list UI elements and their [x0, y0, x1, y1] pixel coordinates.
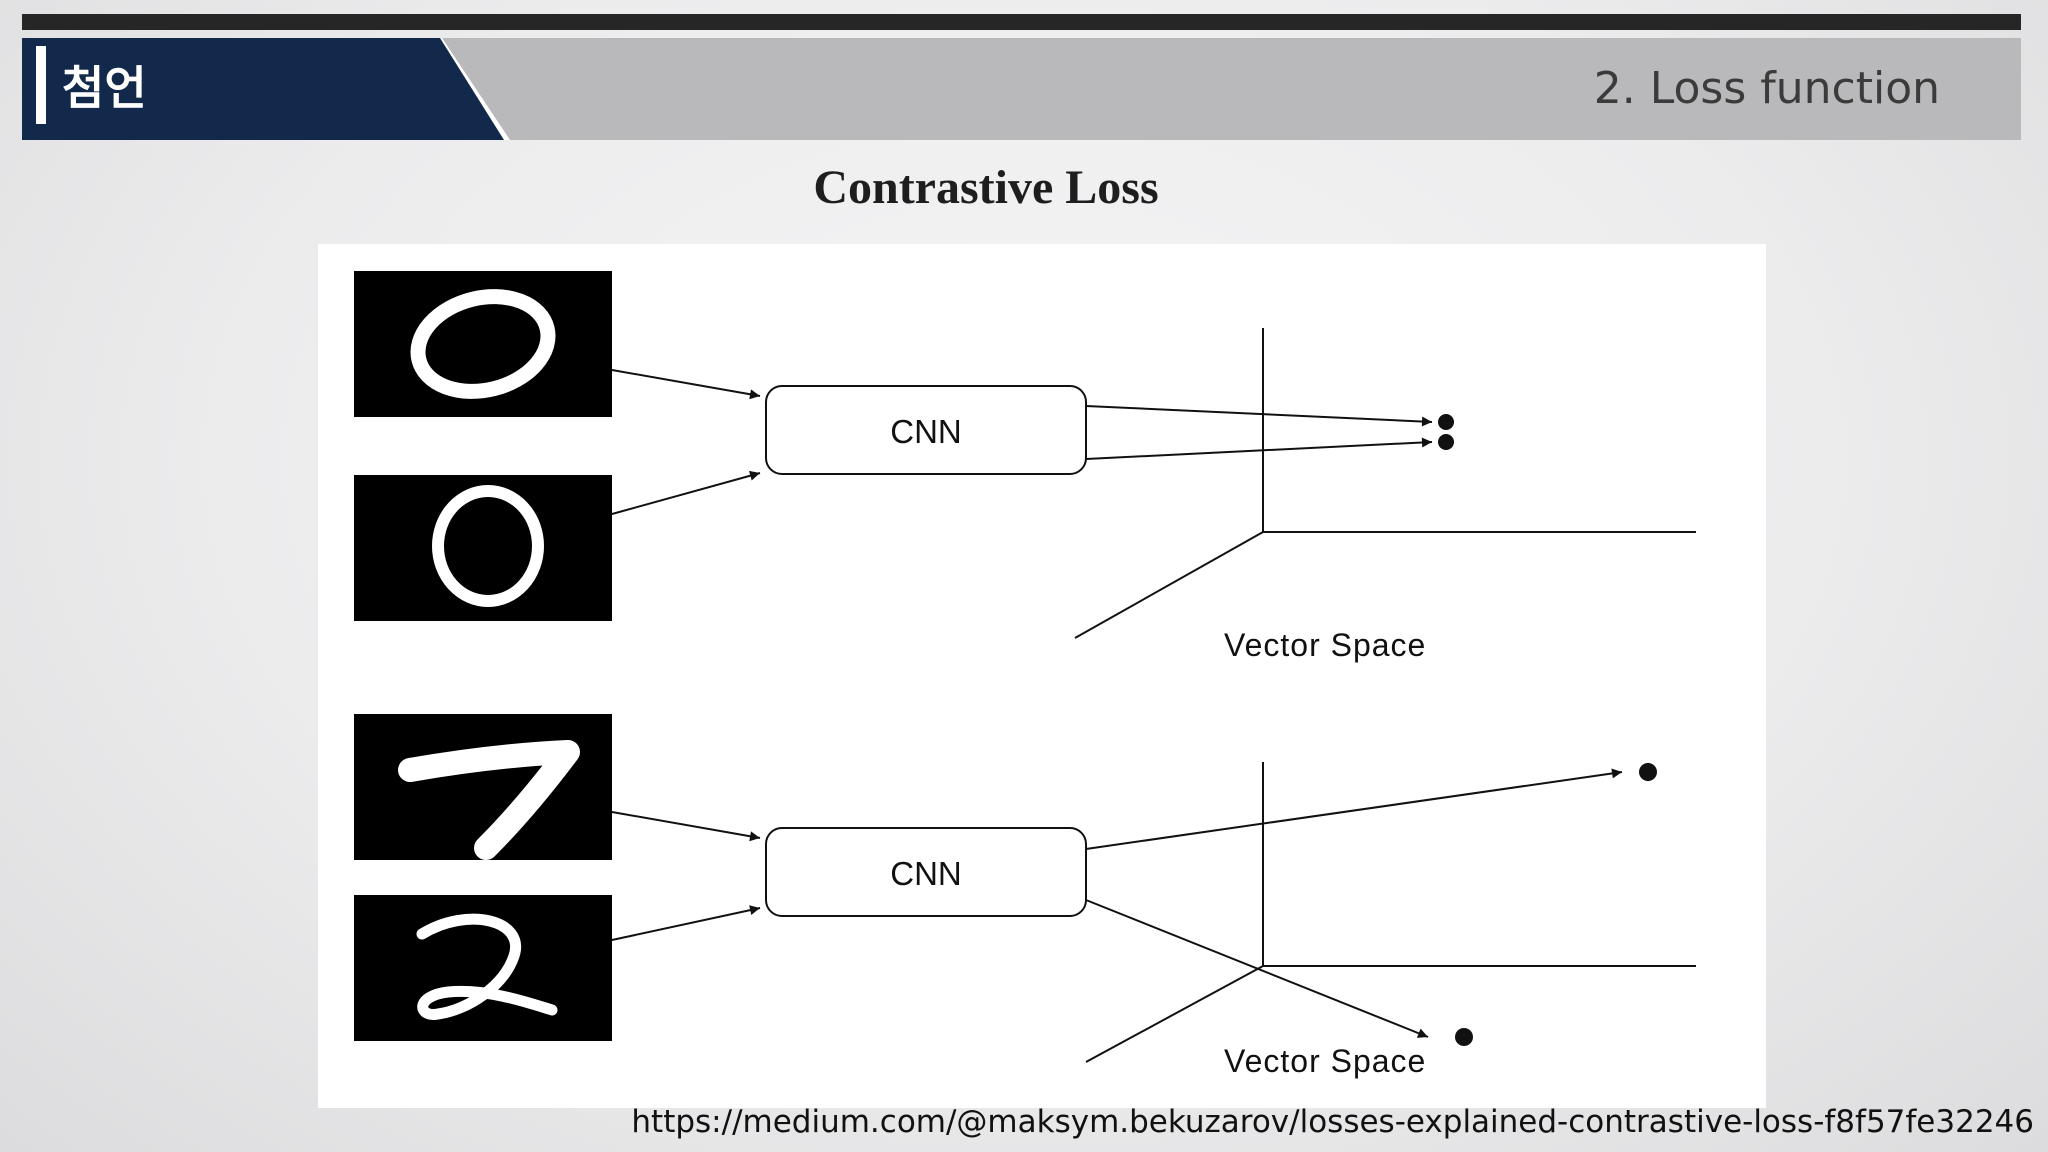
- digit-image-zero-b: [354, 475, 612, 621]
- embedding-point: [1438, 434, 1454, 450]
- embedding-arrow: [1085, 405, 1433, 427]
- top-rule: [22, 14, 2021, 30]
- cnn-node: CNN: [765, 385, 1087, 475]
- cnn-node: CNN: [765, 827, 1087, 917]
- embedding-point: [1438, 414, 1454, 430]
- embedding-arrow: [1085, 768, 1623, 850]
- vector-space-label: Vector Space: [1224, 627, 1426, 663]
- section-label: 첨언: [62, 61, 147, 115]
- source-url: https://medium.com/@maksym.bekuzarov/los…: [631, 1104, 2034, 1140]
- contrastive-loss-diagram: CNN Vector Space CNN: [354, 271, 1696, 1079]
- embedding-arrow: [1085, 437, 1433, 460]
- digit-image-two: [354, 895, 612, 1041]
- embedding-point: [1639, 763, 1657, 781]
- input-arrow: [611, 369, 761, 400]
- input-arrow: [611, 905, 761, 941]
- section-label-shape: [22, 38, 510, 140]
- vector-space-axes: [1074, 328, 1696, 639]
- diagram-panel: CNN Vector Space CNN: [318, 244, 1766, 1108]
- input-arrow: [611, 470, 761, 515]
- embedding-point: [1455, 1028, 1473, 1046]
- vector-space-axes: [1085, 762, 1696, 1063]
- diagram-title: Contrastive Loss: [813, 161, 1159, 214]
- slide-topic: 2. Loss function: [1593, 63, 1940, 114]
- cnn-label: CNN: [890, 413, 962, 450]
- input-arrow: [611, 811, 761, 842]
- vector-space-label: Vector Space: [1224, 1043, 1426, 1079]
- digit-image-seven: [354, 714, 612, 860]
- cnn-label: CNN: [890, 855, 962, 892]
- digit-image-zero-a: [354, 271, 612, 417]
